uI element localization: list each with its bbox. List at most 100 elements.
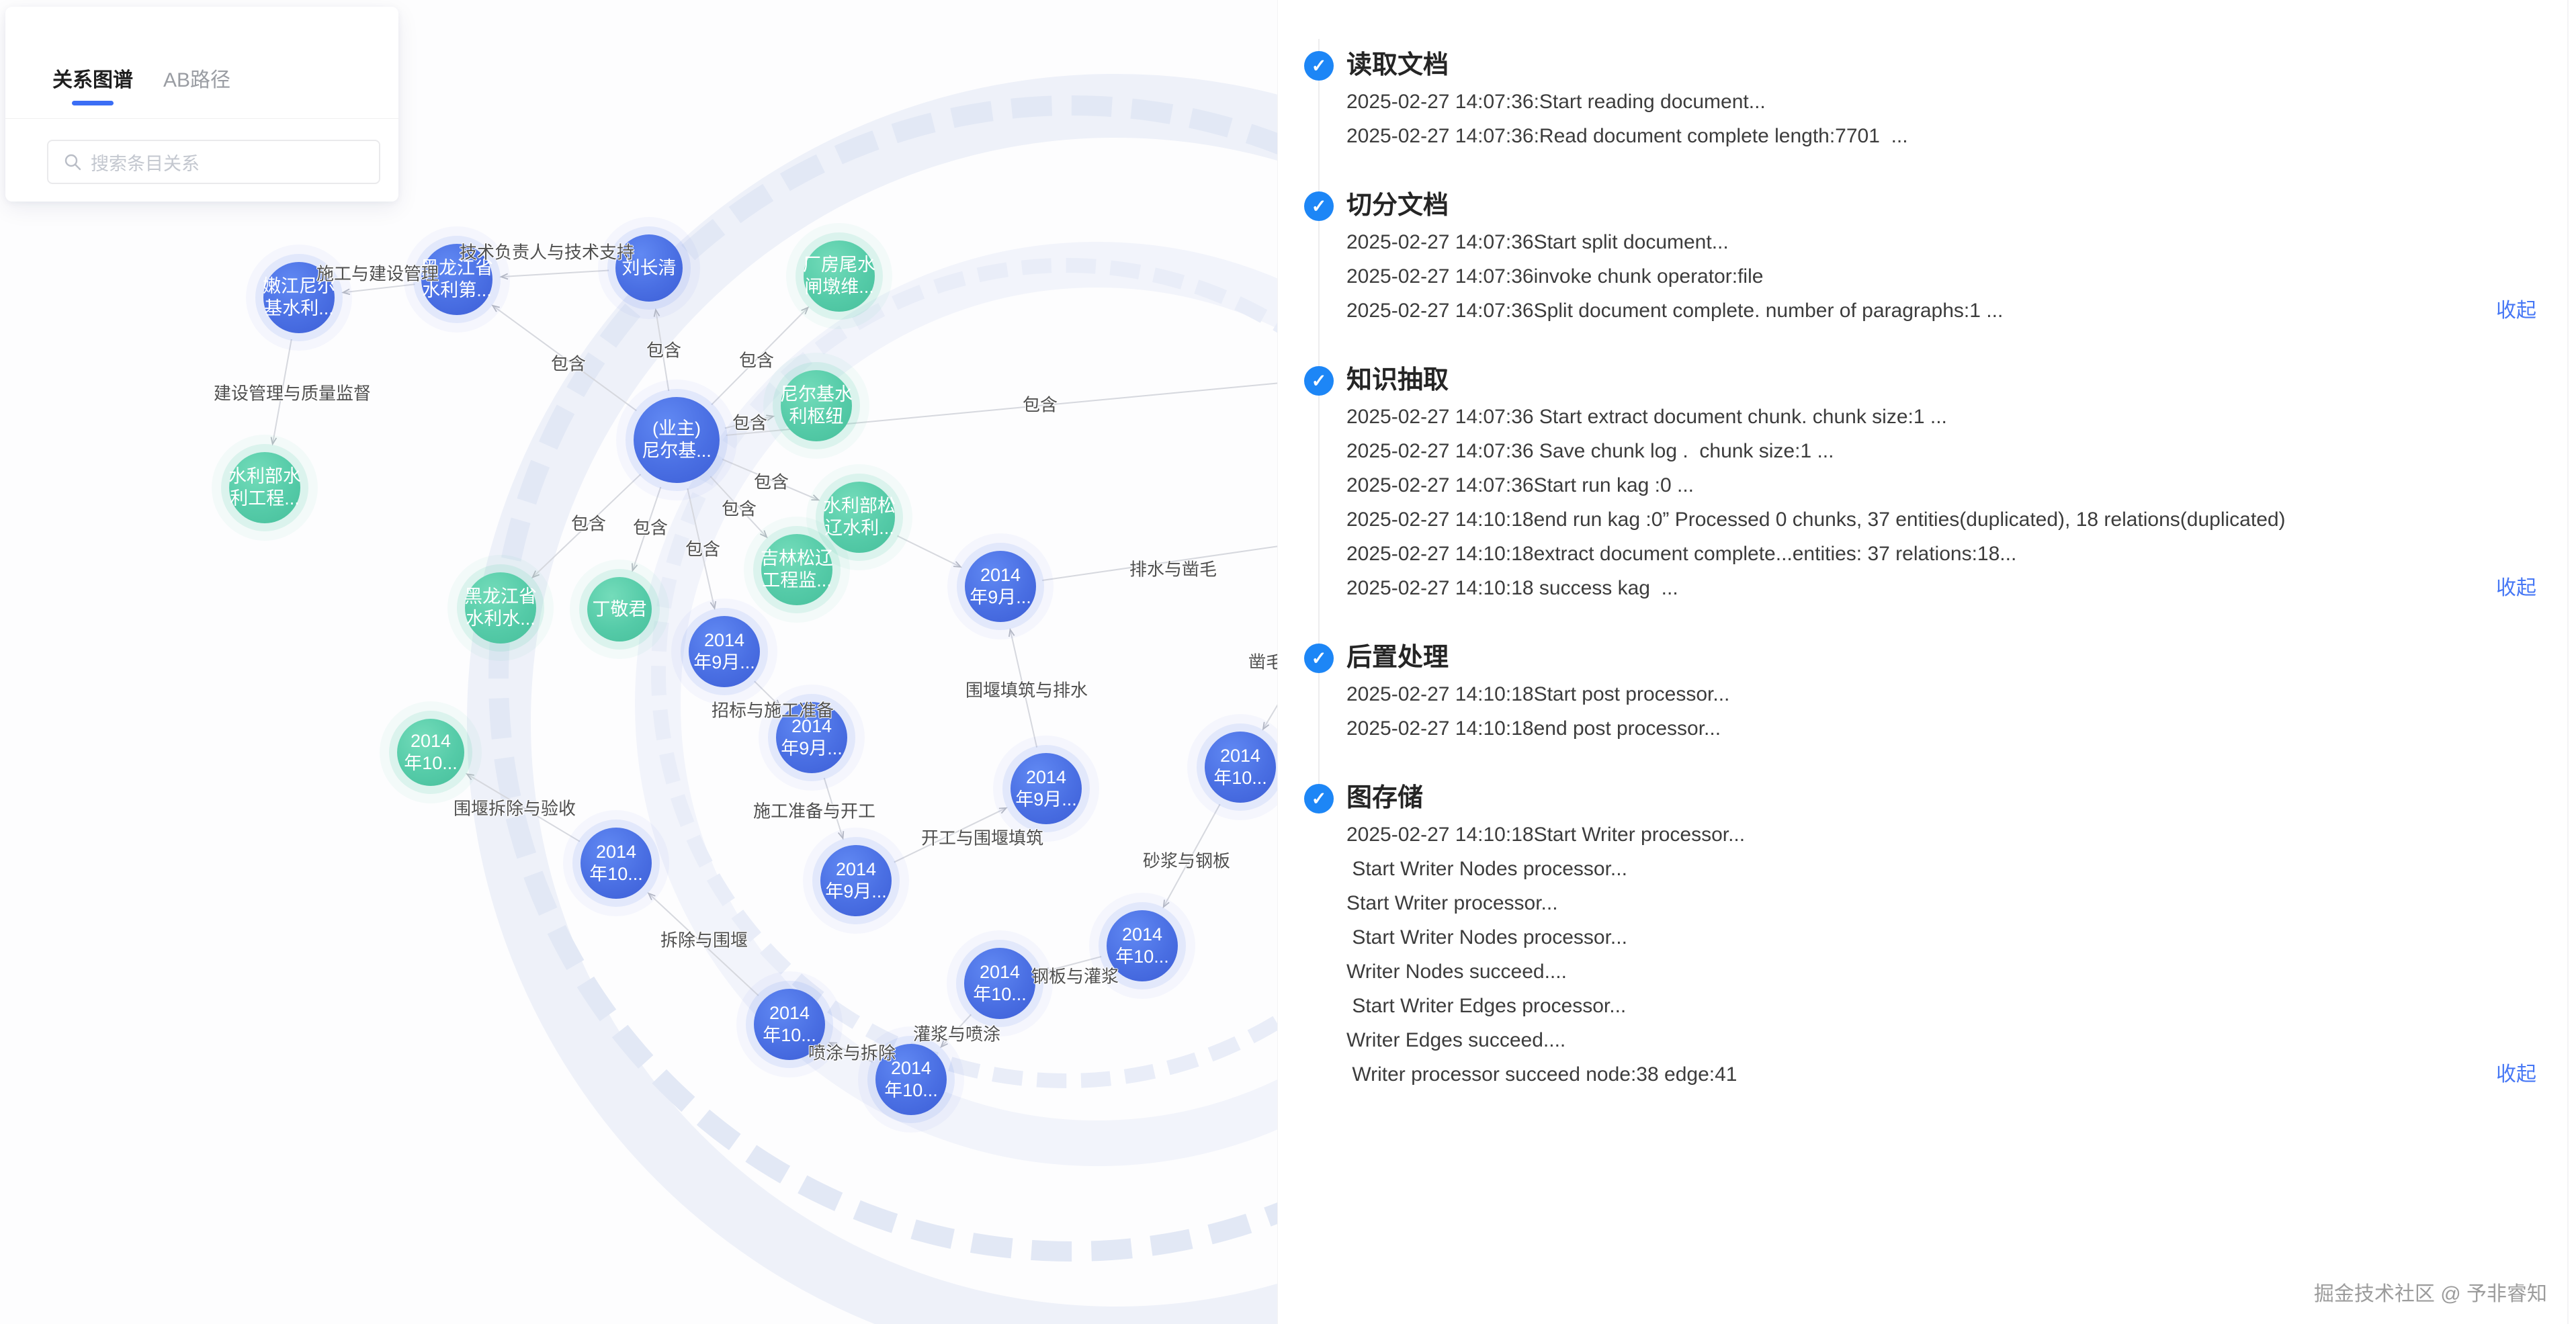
collapse-link[interactable]: 收起 <box>2496 1057 2536 1092</box>
log-line: 2025-02-27 14:10:18extract document comp… <box>1346 537 2016 571</box>
graph-node[interactable]: 水利部水利工程... <box>229 452 300 523</box>
collapse-link[interactable]: 收起 <box>2496 571 2536 605</box>
graph-node-label: 2014 <box>704 629 744 652</box>
log-line: 2025-02-27 14:07:36 Start extract docume… <box>1346 400 1947 434</box>
step-success-check-icon: ✓ <box>1304 784 1334 813</box>
log-line: Writer Nodes succeed.... <box>1346 955 1567 989</box>
graph-node[interactable]: 2014年10... <box>964 948 1035 1019</box>
graph-node-label: 尼尔基水 <box>780 384 853 406</box>
log-line: 2025-02-27 14:10:18Start post processor.… <box>1346 677 1729 711</box>
log-line: Start Writer processor... <box>1346 886 1558 920</box>
graph-node-label: 年10... <box>589 863 643 885</box>
graph-edge-label: 包含 <box>646 337 681 362</box>
search-placeholder: 搜索条目关系 <box>91 149 200 175</box>
graph-edge-label: 包含 <box>754 469 789 494</box>
graph-node-label: 利工程... <box>230 488 300 510</box>
graph-node[interactable]: 吉林松辽工程监... <box>761 534 832 605</box>
graph-node[interactable]: 2014年9月... <box>965 551 1036 622</box>
graph-node[interactable]: 黑龙江省水利水... <box>465 572 536 644</box>
graph-node-label: 2014 <box>980 564 1021 586</box>
graph-node[interactable]: 2014年9月... <box>820 845 892 916</box>
step-title: 后置处理 <box>1346 641 1449 674</box>
graph-node-label: 年10... <box>884 1079 938 1102</box>
log-line: Writer processor succeed node:38 edge:41 <box>1346 1057 1737 1092</box>
log-line: 2025-02-27 14:07:36Start split document.… <box>1346 225 1729 259</box>
graph-node-label: 2014 <box>596 841 636 863</box>
graph-edge-label: 包含 <box>722 496 757 521</box>
graph-node[interactable]: 2014年9月... <box>689 616 760 687</box>
graph-node[interactable]: 丁敬君 <box>587 577 652 642</box>
search-input[interactable]: 搜索条目关系 <box>47 140 380 184</box>
graph-node[interactable]: 2014年10... <box>1205 732 1276 803</box>
graph-node[interactable]: (业主)尼尔基... <box>634 397 720 483</box>
graph-edge-label: 凿毛 <box>1248 649 1277 674</box>
graph-edge-label: 技术负责人与技术支持 <box>460 239 634 264</box>
tab-ab-path[interactable]: AB路径 <box>163 63 230 93</box>
log-section: ✓读取文档2025-02-27 14:07:36:Start reading d… <box>1278 50 2576 153</box>
graph-node-label: 黑龙江省 <box>464 586 537 608</box>
log-section: ✓ 知识抽取2025-02-27 14:07:36 Start extract d… <box>1278 365 2576 605</box>
graph-node-label: 水利部水 <box>228 466 301 488</box>
graph-edge-label: 包含 <box>685 536 720 561</box>
graph-edge-label: 包含 <box>739 347 774 372</box>
log-line: 2025-02-27 14:07:36:Read document comple… <box>1346 119 1908 153</box>
graph-node-label: 2014 <box>1122 924 1162 946</box>
graph-node-label: 年9月... <box>1015 789 1077 811</box>
step-success-check-icon: ✓ <box>1304 366 1334 396</box>
graph-node-label: 丁敬君 <box>593 599 647 621</box>
graph-edge-label: 包含 <box>571 511 606 535</box>
log-line: 2025-02-27 14:07:36Split document comple… <box>1346 294 2003 328</box>
step-title: 知识抽取 <box>1346 363 1449 397</box>
log-line: 2025-02-27 14:10:18Start Writer processo… <box>1346 818 1745 852</box>
log-section: ✓后置处理2025-02-27 14:10:18Start post proce… <box>1278 642 2576 746</box>
scrollbar-track[interactable] <box>2567 0 2569 1324</box>
graph-edge-label: 开工与围堰填筑 <box>921 825 1043 850</box>
tab-relation-graph[interactable]: 关系图谱 <box>52 63 133 93</box>
graph-edge-label: 包含 <box>633 515 668 539</box>
graph-node-label: 年9月... <box>781 738 843 760</box>
graph-node-label: 闸墩维... <box>804 276 874 298</box>
graph-edge <box>898 536 960 567</box>
graph-node[interactable]: 2014年10... <box>397 719 464 786</box>
graph-edge-label: 包含 <box>1023 392 1058 416</box>
tab-separator <box>5 118 398 119</box>
graph-edge-label: 施工准备与开工 <box>753 798 875 823</box>
graph-edge-label: 钢板与灌浆 <box>1031 963 1119 988</box>
graph-node-label: 年10... <box>973 983 1027 1006</box>
log-line: 2025-02-27 14:07:36Start run kag :0 ... <box>1346 468 1694 502</box>
graph-node[interactable]: 2014年9月... <box>1011 753 1082 824</box>
graph-edge-label: 围堰填筑与排水 <box>965 677 1088 702</box>
collapse-link[interactable]: 收起 <box>2496 294 2536 328</box>
log-line: Start Writer Edges processor... <box>1346 989 1626 1023</box>
graph-node[interactable]: 厂房尾水闸墩维... <box>804 240 875 312</box>
step-title: 读取文档 <box>1346 48 1449 82</box>
log-line: Start Writer Nodes processor... <box>1346 920 1627 955</box>
graph-node[interactable]: 尼尔基水利枢纽 <box>781 370 852 441</box>
graph-node-label: 年9月... <box>693 652 755 674</box>
graph-node[interactable]: 水利部松辽水利... <box>824 482 895 553</box>
graph-edge <box>502 271 609 277</box>
watermark: 掘金技术社区 @ 予非睿知 <box>2314 1277 2547 1307</box>
graph-node-label: 2014 <box>1220 745 1260 767</box>
graph-edge-label: 排水与凿毛 <box>1129 556 1217 581</box>
graph-edge-label: 包含 <box>551 351 586 376</box>
graph-node-label: 吉林松辽 <box>761 547 833 570</box>
graph-edge-label: 喷涂与拆除 <box>808 1040 896 1065</box>
log-line: 2025-02-27 14:07:36 Save chunk log . chu… <box>1346 434 1834 468</box>
build-log-panel[interactable]: ✓读取文档2025-02-27 14:07:36:Start reading d… <box>1277 0 2576 1324</box>
graph-node-label: 尼尔基... <box>642 440 712 462</box>
graph-node-label: 2014 <box>1026 766 1066 789</box>
graph-toolbox-card: 关系图谱 AB路径 搜索条目关系 <box>5 7 398 202</box>
log-section: ✓切分文档2025-02-27 14:07:36Start split docu… <box>1278 190 2576 328</box>
search-icon <box>63 152 82 171</box>
graph-node[interactable]: 2014年10... <box>581 828 652 899</box>
graph-edge-label: 招标与施工准备 <box>712 697 834 722</box>
graph-node-label: 水利部松 <box>823 495 896 517</box>
graph-node-label: (业主) <box>652 418 701 440</box>
graph-edge <box>344 284 415 292</box>
graph-node-label: 2014 <box>411 730 451 752</box>
active-tab-underline <box>72 101 114 105</box>
graph-node-label: 水利水... <box>466 608 535 630</box>
graph-edge-label: 建设管理与质量监督 <box>214 380 371 405</box>
